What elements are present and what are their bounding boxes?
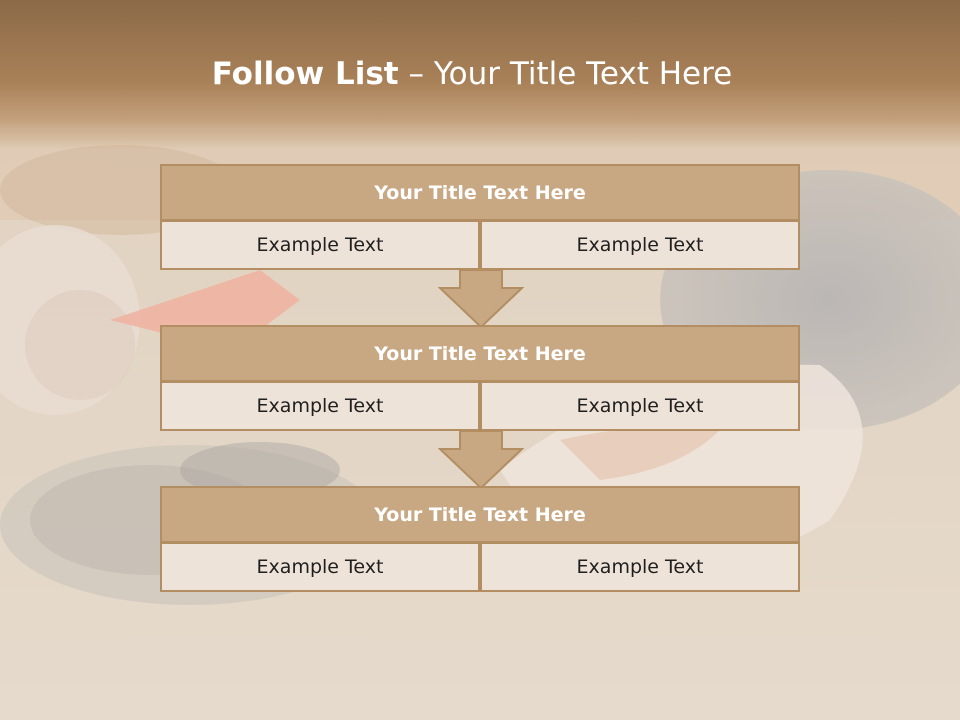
slide-title-rest: – Your Title Text Here <box>398 56 733 92</box>
list-block-2: Your Title Text Here Example Text Exampl… <box>160 325 800 431</box>
list-block-3: Your Title Text Here Example Text Exampl… <box>160 486 800 592</box>
block-title: Your Title Text Here <box>160 164 800 221</box>
list-block-1: Your Title Text Here Example Text Exampl… <box>160 164 800 270</box>
title-banner <box>0 0 960 150</box>
block-cell-right: Example Text <box>480 542 800 592</box>
block-cell-left: Example Text <box>160 220 480 270</box>
slide-title-bold: Follow List <box>211 56 399 92</box>
down-arrow-icon <box>438 431 524 489</box>
block-title: Your Title Text Here <box>160 325 800 382</box>
down-arrow-icon <box>438 270 524 328</box>
block-cell-left: Example Text <box>160 381 480 431</box>
block-cell-left: Example Text <box>160 542 480 592</box>
block-cell-right: Example Text <box>480 381 800 431</box>
block-title: Your Title Text Here <box>160 486 800 543</box>
slide-title: Follow List – Your Title Text Here <box>0 56 944 92</box>
block-cell-right: Example Text <box>480 220 800 270</box>
